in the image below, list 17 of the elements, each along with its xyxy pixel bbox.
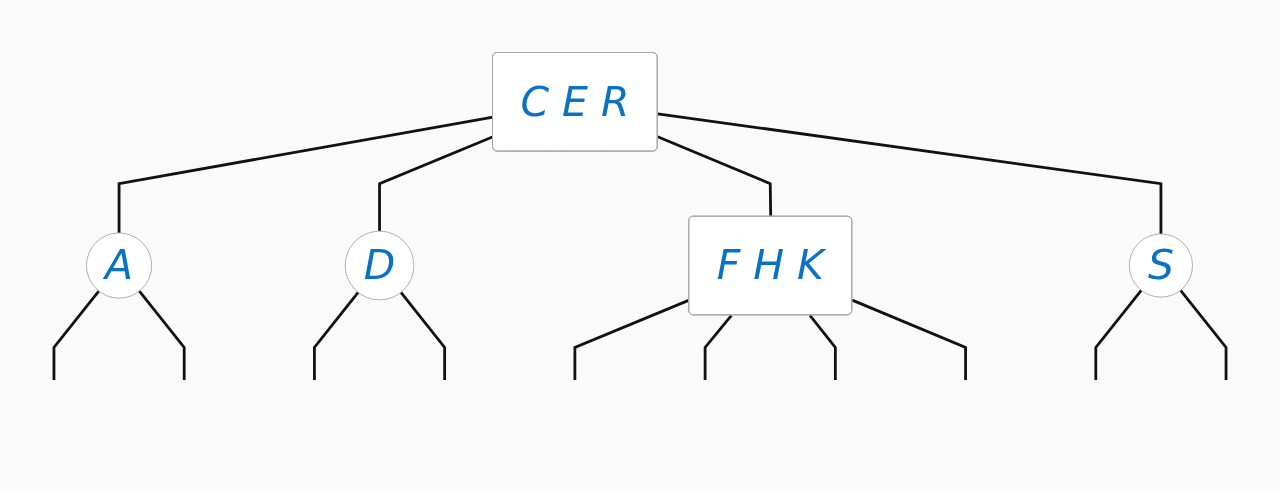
connector	[399, 291, 447, 380]
node-circle: A	[86, 232, 153, 299]
connector	[117, 115, 494, 233]
node-circle: D	[344, 230, 415, 301]
connector	[703, 314, 733, 380]
connector	[1179, 289, 1228, 380]
connector	[657, 135, 773, 217]
connector	[1094, 289, 1143, 380]
connector	[313, 291, 360, 380]
connector	[138, 290, 186, 380]
connector	[657, 112, 1163, 234]
connector	[851, 298, 967, 380]
node-circle: S	[1128, 233, 1193, 298]
connector	[573, 298, 690, 380]
connector	[52, 290, 100, 380]
connector	[808, 314, 837, 380]
connector	[378, 135, 494, 232]
